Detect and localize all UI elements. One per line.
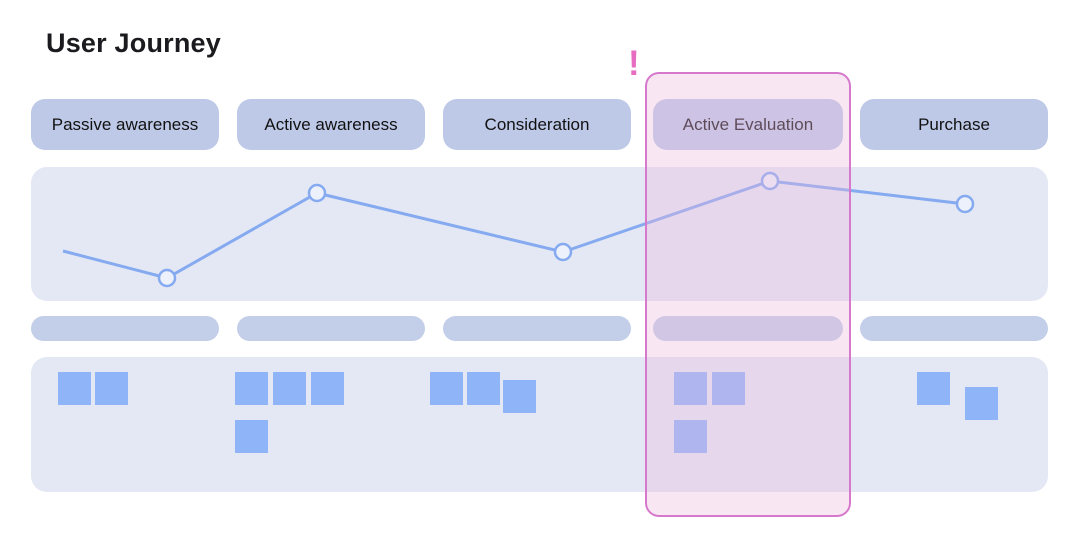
progress-bar-4[interactable] [653, 316, 843, 341]
sentiment-point-marker[interactable] [157, 268, 177, 288]
highlight-active-evaluation[interactable] [645, 72, 851, 517]
board-title: User Journey [46, 28, 221, 58]
sticky-note[interactable] [430, 372, 463, 405]
stage-label: Consideration [484, 114, 590, 134]
stage-pill-active-evaluation[interactable]: Active Evaluation [653, 99, 843, 150]
sticky-note[interactable] [273, 372, 306, 405]
sentiment-point-marker[interactable] [307, 183, 327, 203]
progress-bar-2[interactable] [237, 316, 425, 341]
stage-pill-passive-awareness[interactable]: Passive awareness [31, 99, 219, 150]
sentiment-lane[interactable] [31, 167, 1048, 301]
sticky-note[interactable] [674, 372, 707, 405]
sticky-note[interactable] [95, 372, 128, 405]
sticky-note[interactable] [467, 372, 500, 405]
sticky-note[interactable] [712, 372, 745, 405]
stage-label: Active Evaluation [682, 114, 814, 134]
stage-label: Passive awareness [51, 114, 199, 134]
progress-bar-1[interactable] [31, 316, 219, 341]
sentiment-point-marker[interactable] [553, 242, 573, 262]
stage-label: Purchase [918, 114, 990, 134]
sticky-note[interactable] [311, 372, 344, 405]
alert-exclamation-icon: ! [628, 44, 640, 83]
stage-pill-active-awareness[interactable]: Active awareness [237, 99, 425, 150]
sticky-note[interactable] [965, 387, 998, 420]
sticky-note[interactable] [917, 372, 950, 405]
stage-label: Active awareness [264, 114, 398, 134]
stage-pill-consideration[interactable]: Consideration [443, 99, 631, 150]
sentiment-point-marker[interactable] [760, 171, 780, 191]
sticky-note[interactable] [235, 420, 268, 453]
progress-bar-3[interactable] [443, 316, 631, 341]
sticky-note[interactable] [674, 420, 707, 453]
progress-bar-5[interactable] [860, 316, 1048, 341]
sticky-note[interactable] [235, 372, 268, 405]
stage-pill-purchase[interactable]: Purchase [860, 99, 1048, 150]
sticky-note[interactable] [58, 372, 91, 405]
sentiment-point-marker[interactable] [955, 194, 975, 214]
sticky-notes-lane[interactable] [31, 357, 1048, 492]
sticky-note[interactable] [503, 380, 536, 413]
